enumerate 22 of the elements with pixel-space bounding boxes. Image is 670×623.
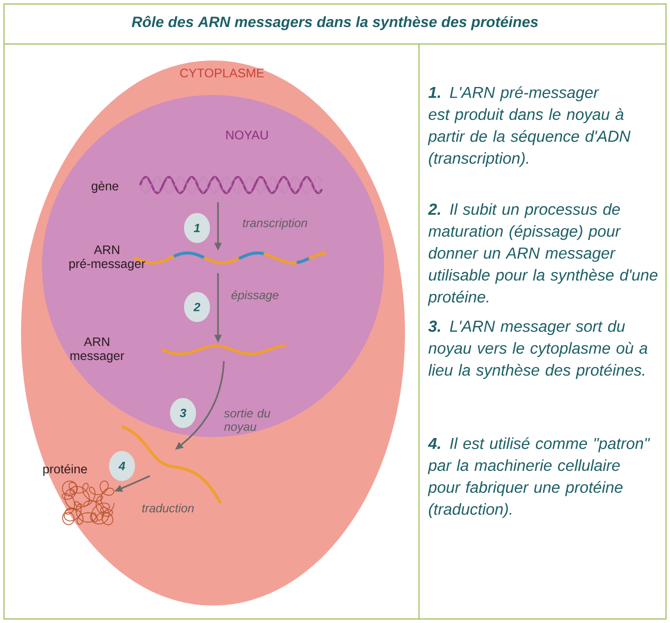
edge-label: épissage <box>231 290 278 302</box>
edge-label: transcription <box>243 218 308 230</box>
molecule-label: ARN pré-messager <box>69 245 146 271</box>
edge-label: traduction <box>142 504 194 512</box>
molecule-label: protéine <box>43 464 87 476</box>
edge-label: sortie du noyau <box>224 408 270 434</box>
mrna-strand-drawing <box>162 344 286 356</box>
region-label: NOYAU <box>226 130 268 140</box>
step-number-badge: 3 <box>170 398 196 428</box>
molecule-label: ARN messager <box>70 337 124 363</box>
step-number-badge: 4 <box>109 451 135 481</box>
step-description: 1. L'ARN pré-messager est produit dans le noyau à partir de la séquence d'ADN (transcription). <box>428 86 631 167</box>
dna-helix-drawing <box>139 176 323 194</box>
step-description: 4. Il est utilisé comme "patron" par la machinerie cellulaire pour fabriquer une protéine (traduction). <box>428 437 650 518</box>
molecule-label: gène <box>92 181 118 193</box>
step-description: 3. L'ARN messager sort du noyau vers le cytoplasme où a lieu la synthèse des protéines. <box>428 320 648 379</box>
protein-drawing <box>62 480 114 526</box>
step-number-badge: 1 <box>184 213 210 243</box>
step-number-badge: 2 <box>184 292 210 322</box>
step-description: 2. Il subit un processus de maturation (épissage) pour donner un ARN messager utilisable pour la synthèse d'une protéine. <box>428 203 658 306</box>
title: Rôle des ARN messagers dans la synthèse des protéines <box>132 16 538 30</box>
region-label: CYTOPLASME <box>180 68 264 78</box>
